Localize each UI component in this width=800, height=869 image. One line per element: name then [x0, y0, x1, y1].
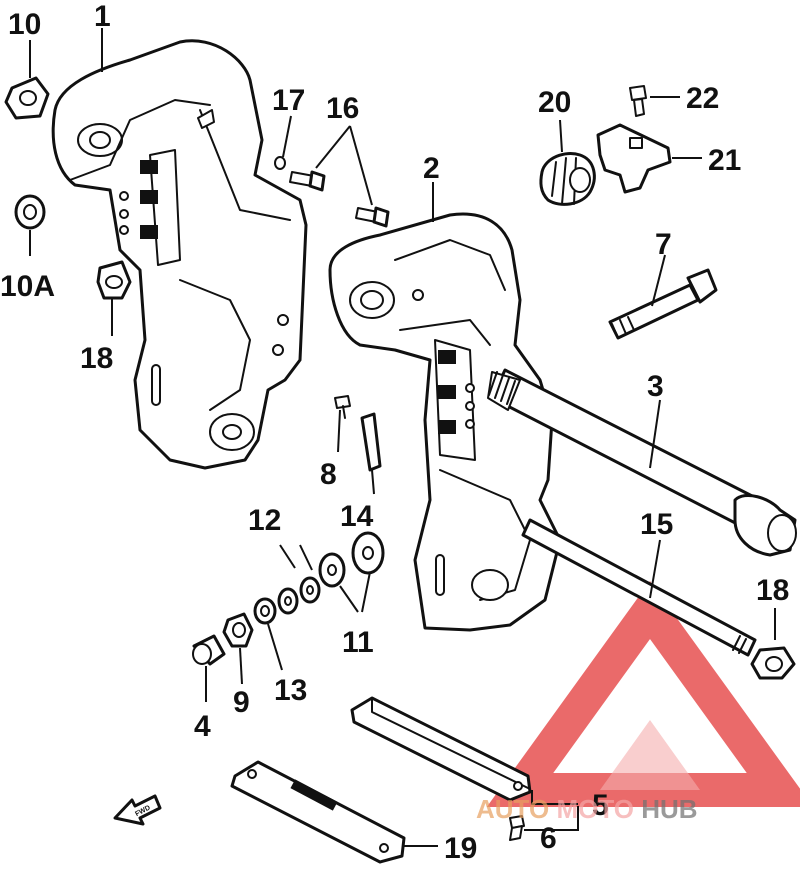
plate-5-part: [350, 696, 532, 802]
screw-6-part: [509, 815, 525, 841]
screws-16-part: [289, 170, 390, 228]
watermark-text-left: AUTO: [476, 794, 549, 824]
pin-14-part: [360, 412, 382, 472]
callout-14: 14: [340, 500, 374, 533]
forward-direction-marker: FWD: [113, 794, 162, 826]
tilt-tube-part: [487, 368, 797, 557]
starboard-bracket-part: [51, 39, 308, 470]
callout-1: 1: [94, 0, 111, 33]
bolt-part: [608, 268, 718, 340]
callout-12: 12: [248, 504, 281, 537]
nut-right-part: [750, 646, 796, 680]
port-bracket-part: [328, 212, 562, 632]
callout-5: 5: [592, 789, 609, 822]
callout-6: 6: [540, 822, 557, 855]
callout-20: 20: [538, 86, 571, 119]
bracket-21-part: [596, 123, 672, 194]
callout-10a: 10A: [0, 270, 55, 303]
callout-10: 10: [8, 8, 41, 41]
watermark-text-right: HUB: [641, 794, 697, 824]
callout-9: 9: [233, 686, 250, 719]
callout-4: 4: [194, 710, 211, 743]
watermark-logo: [486, 580, 800, 807]
knob-20-part: [539, 152, 596, 206]
callout-18-right: 18: [756, 574, 789, 607]
callout-21: 21: [708, 144, 741, 177]
watermark-text-mid: MOTO: [556, 794, 634, 824]
callout-16: 16: [326, 92, 359, 125]
callout-13: 13: [274, 674, 307, 707]
callout-17: 17: [272, 84, 305, 117]
pad-19-part: [230, 760, 406, 864]
callout-18-left: 18: [80, 342, 113, 375]
callout-3: 3: [647, 370, 664, 403]
callout-7: 7: [655, 228, 672, 261]
callout-2: 2: [423, 152, 440, 185]
washer-17-part: [274, 156, 286, 170]
rod-part: [521, 518, 757, 657]
callout-19: 19: [444, 832, 477, 865]
screw-22-part: [629, 85, 647, 117]
screw-8-part: [334, 395, 351, 419]
svg-text:AUTO MOTO HUB: AUTO MOTO HUB: [476, 794, 698, 824]
washers-12-part: [277, 576, 321, 615]
bushing-4-part: [192, 634, 226, 666]
washer-13-part: [253, 597, 277, 625]
washer-10a-part: [14, 194, 46, 230]
callout-22: 22: [686, 82, 719, 115]
watermark-text: AUTO MOTO HUB: [476, 794, 698, 824]
washers-11-part: [318, 531, 385, 588]
nut-9-part: [222, 612, 254, 648]
callout-11: 11: [342, 626, 374, 659]
callout-15: 15: [640, 508, 673, 541]
leader-lines: [29, 28, 776, 847]
callout-8: 8: [320, 458, 337, 491]
bushing-left-part: [96, 260, 132, 300]
nut-part: [4, 76, 50, 120]
